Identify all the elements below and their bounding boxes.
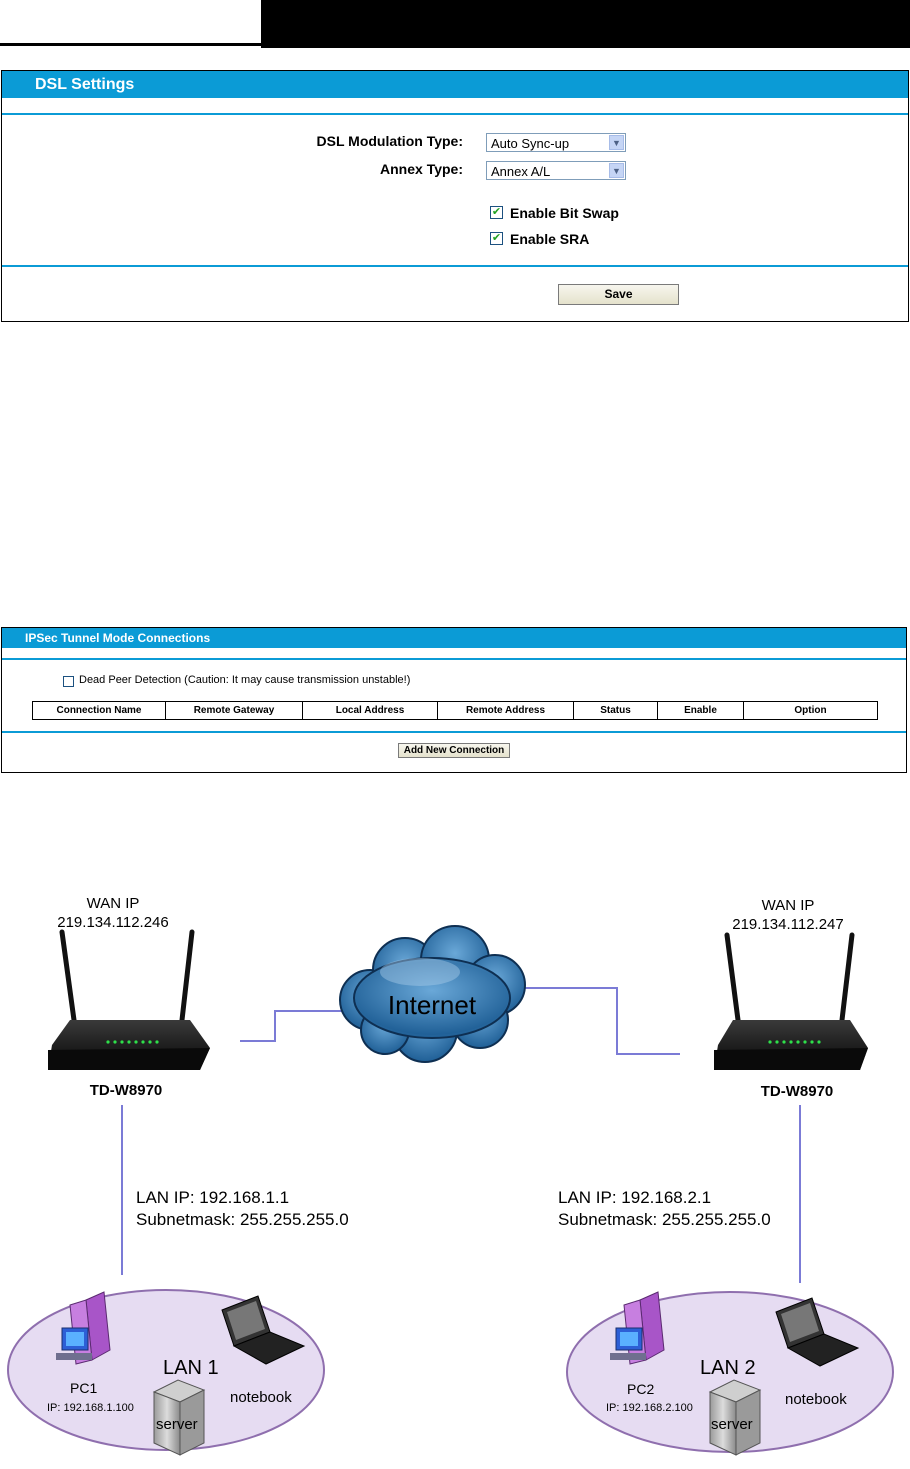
right-wan-ip: 219.134.112.247 bbox=[732, 916, 844, 933]
save-button[interactable]: Save bbox=[558, 284, 679, 305]
annex-type-value: Annex A/L bbox=[491, 164, 551, 179]
right-wan-label: WAN IP bbox=[762, 897, 815, 914]
table-header-row: Connection Name Remote Gateway Local Add… bbox=[32, 701, 878, 720]
left-subnet: Subnetmask: 255.255.255.0 bbox=[136, 1210, 349, 1229]
connection-lines bbox=[121, 987, 801, 1283]
add-new-connection-button[interactable]: Add New Connection bbox=[398, 743, 510, 758]
left-wan-ip: 219.134.112.246 bbox=[57, 914, 169, 931]
ipsec-panel: IPSec Tunnel Mode Connections Dead Peer … bbox=[1, 627, 907, 773]
annex-type-label: Annex Type: bbox=[380, 161, 463, 177]
header-right-bar bbox=[261, 0, 910, 48]
internet-label: Internet bbox=[388, 990, 477, 1020]
column-header: Option bbox=[743, 701, 878, 720]
column-header: Status bbox=[573, 701, 658, 720]
sra-label: Enable SRA bbox=[510, 231, 590, 247]
column-header: Enable bbox=[657, 701, 744, 720]
notebook-icon bbox=[775, 1297, 860, 1367]
server-icon bbox=[152, 1379, 206, 1456]
right-subnet: Subnetmask: 255.255.255.0 bbox=[558, 1210, 771, 1229]
bit-swap-label: Enable Bit Swap bbox=[510, 205, 619, 221]
modulation-type-label: DSL Modulation Type: bbox=[316, 133, 463, 149]
column-header: Connection Name bbox=[32, 701, 166, 720]
right-router-icon bbox=[714, 932, 868, 1070]
vpn-network-diagram: Internet WAN IP 219.134.112.246 TD-W8970… bbox=[7, 895, 894, 1456]
pc1-ip: IP: 192.168.1.100 bbox=[47, 1402, 134, 1414]
right-wan-link bbox=[525, 987, 680, 1055]
connections-table: Connection Name Remote Gateway Local Add… bbox=[32, 701, 878, 720]
header-left-bar bbox=[0, 0, 261, 46]
divider-top bbox=[2, 113, 908, 115]
left-router-model: TD-W8970 bbox=[90, 1082, 163, 1099]
pc2-icon bbox=[610, 1291, 665, 1365]
internet-cloud-icon bbox=[339, 925, 526, 1063]
divider-bottom bbox=[2, 731, 906, 733]
annex-type-select[interactable]: Annex A/L ▼ bbox=[486, 161, 626, 180]
pc1-icon bbox=[56, 1291, 111, 1365]
dsl-settings-title: DSL Settings bbox=[2, 71, 908, 98]
left-wan-link bbox=[240, 1010, 345, 1042]
column-header: Remote Gateway bbox=[165, 701, 303, 720]
dead-peer-detection-label: Dead Peer Detection (Caution: It may cau… bbox=[79, 674, 411, 686]
bit-swap-checkbox[interactable]: ✔ bbox=[490, 206, 503, 219]
column-header: Local Address bbox=[302, 701, 438, 720]
lan2-label: LAN 2 bbox=[700, 1357, 756, 1379]
pc2-ip: IP: 192.168.2.100 bbox=[606, 1402, 693, 1414]
modulation-type-select[interactable]: Auto Sync-up ▼ bbox=[486, 133, 626, 152]
divider-top bbox=[2, 658, 906, 660]
notebook-icon bbox=[221, 1295, 306, 1365]
sra-checkbox[interactable]: ✔ bbox=[490, 232, 503, 245]
chevron-down-icon[interactable]: ▼ bbox=[609, 163, 624, 178]
divider-bottom bbox=[2, 265, 908, 267]
chevron-down-icon[interactable]: ▼ bbox=[609, 135, 624, 150]
dead-peer-detection-checkbox[interactable] bbox=[63, 676, 74, 687]
dsl-settings-panel: DSL Settings DSL Modulation Type: Auto S… bbox=[1, 70, 909, 322]
pc1-name: PC1 bbox=[70, 1380, 97, 1396]
left-wan-label: WAN IP bbox=[87, 895, 140, 912]
pc2-name: PC2 bbox=[627, 1381, 654, 1397]
server-icon bbox=[708, 1379, 762, 1456]
left-lan-ip: LAN IP: 192.168.1.1 bbox=[136, 1188, 289, 1207]
left-server-label: server bbox=[156, 1416, 198, 1433]
lan1-label: LAN 1 bbox=[163, 1357, 219, 1379]
left-router-icon bbox=[48, 929, 210, 1070]
right-lan-ip: LAN IP: 192.168.2.1 bbox=[558, 1188, 711, 1207]
left-notebook-label: notebook bbox=[230, 1389, 292, 1406]
column-header: Remote Address bbox=[437, 701, 574, 720]
ipsec-title: IPSec Tunnel Mode Connections bbox=[2, 628, 906, 648]
right-notebook-label: notebook bbox=[785, 1391, 847, 1408]
modulation-type-value: Auto Sync-up bbox=[491, 136, 570, 151]
right-router-model: TD-W8970 bbox=[761, 1083, 834, 1100]
right-server-label: server bbox=[711, 1416, 753, 1433]
